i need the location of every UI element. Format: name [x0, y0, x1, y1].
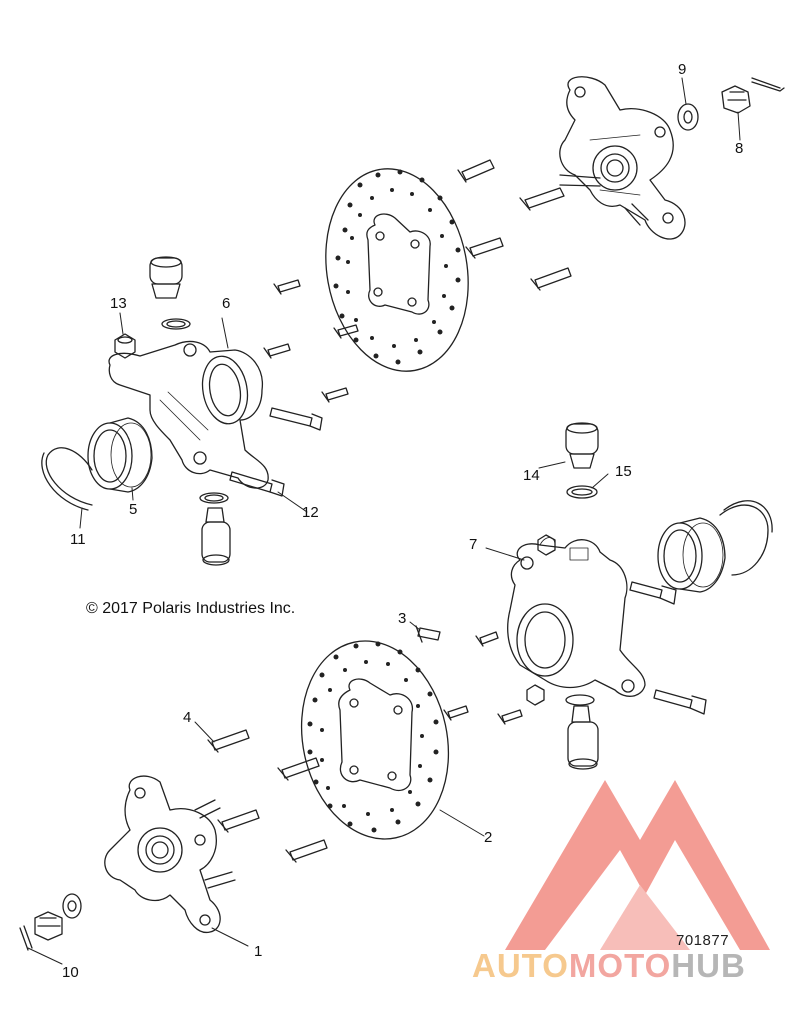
leader-lines [27, 77, 741, 965]
bearing-right [657, 517, 726, 593]
nut-right-top [537, 534, 556, 556]
watermark-part-1: AUTO [472, 947, 569, 984]
watermark-text: AUTOMOTOHUB [472, 947, 746, 985]
knuckle-right [507, 537, 646, 697]
callout-6: 6 [222, 295, 231, 312]
drawing-number: 701877 [676, 932, 730, 949]
callout-10: 10 [62, 964, 79, 981]
castle-nut-lower [34, 911, 63, 941]
callout-1: 1 [254, 943, 263, 960]
watermark-part-3: HUB [671, 947, 746, 984]
callout-7: 7 [469, 536, 478, 553]
bearing-left [87, 417, 153, 493]
cotter-pin-lower [19, 925, 33, 951]
callout-4: 4 [183, 709, 192, 726]
callout-11: 11 [70, 531, 86, 548]
lower-ball-joint-right [565, 694, 599, 770]
right-bolts [415, 581, 707, 725]
callout-12: 12 [302, 504, 319, 521]
lower-brake-disc [300, 640, 450, 840]
lower-hub [104, 775, 236, 934]
washer-upper [677, 103, 699, 131]
callout-9: 9 [678, 61, 687, 78]
upper-hub [559, 76, 686, 240]
callout-2: 2 [484, 829, 493, 846]
lower-studs [207, 729, 328, 863]
snap-ring-left [41, 447, 93, 511]
callout-8: 8 [735, 140, 744, 157]
nut-right-bottom [526, 684, 545, 706]
upper-disc-bolts [229, 159, 572, 497]
castle-nut-upper [721, 77, 785, 114]
nut-13 [114, 333, 136, 359]
callout-5: 5 [129, 501, 138, 518]
knuckle-left [108, 340, 269, 489]
callout-15: 15 [615, 463, 632, 480]
callout-14: 14 [523, 467, 540, 484]
copyright-notice: © 2017 Polaris Industries Inc. [86, 600, 296, 617]
upper-brake-disc [325, 168, 469, 372]
upper-ball-joint-right [565, 422, 599, 499]
watermark-logo-icon [505, 780, 770, 950]
upper-ball-joint-left [149, 256, 191, 330]
washer-lower [62, 893, 82, 919]
lower-ball-joint-left [199, 492, 231, 566]
callout-3: 3 [398, 610, 407, 627]
watermark-part-2: MOTO [568, 947, 672, 984]
callout-13: 13 [110, 295, 127, 312]
snap-ring-right [719, 500, 773, 576]
